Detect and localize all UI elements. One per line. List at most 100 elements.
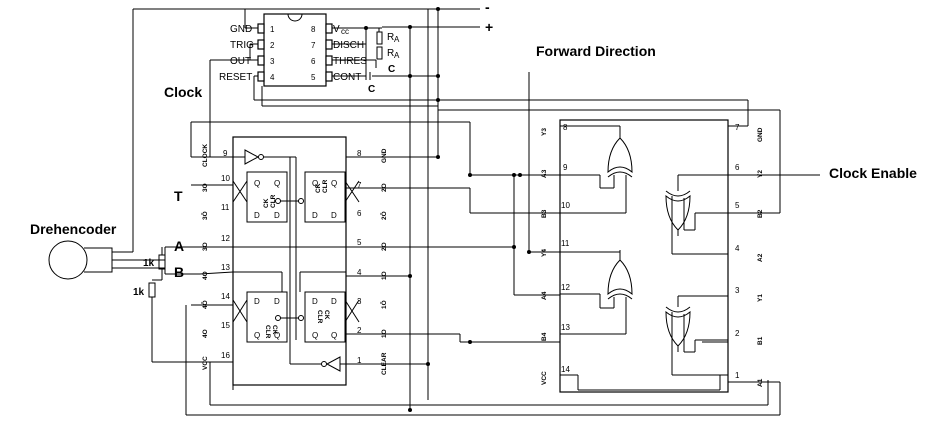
ff4-q: Q <box>312 331 318 340</box>
plus-rail-label: + <box>485 19 493 35</box>
xor-pin-num-9: 9 <box>563 163 568 172</box>
xor-pin-num-6: 6 <box>735 163 740 172</box>
dff-pin-num-5: 5 <box>357 238 362 247</box>
dff-pin-num-4: 4 <box>357 268 362 277</box>
dff-pin-name-gnd: GND <box>381 148 388 163</box>
timer-pin-num-8: 8 <box>311 25 316 34</box>
ff4-clr: CLR <box>316 310 323 324</box>
timer-pin-cont: CONT <box>333 72 361 83</box>
rotary-encoder <box>48 240 200 363</box>
ff2-ck: CK <box>315 183 322 193</box>
xor-pin-name-b1: B1 <box>757 336 764 345</box>
ff2-d: D <box>312 211 318 220</box>
dff-left-pins: 9 CLOCK 10 3O 11 3Ō 12 3O 13 4O 14 4Ō 15… <box>201 144 230 370</box>
minus-rail-label: - <box>485 0 490 15</box>
xor-pin-num-3: 3 <box>735 286 740 295</box>
forward-direction-label: Forward Direction <box>536 43 656 59</box>
xor-pin-num-14: 14 <box>561 365 570 374</box>
timer-pin-out: OUT <box>230 56 251 67</box>
dff-pin-num-2: 2 <box>357 326 362 335</box>
dff-pin-num-3: 3 <box>357 297 362 306</box>
ff1-qbar: Q <box>274 179 280 188</box>
resistor-1k-b: 1k <box>133 287 145 298</box>
a-label: A <box>174 238 184 254</box>
timer-pin-disch: DISCH <box>333 40 364 51</box>
ff3-qbar: Q <box>274 331 280 340</box>
dff-pin-num-9: 9 <box>223 149 228 158</box>
timer-pin-thres: THRES <box>333 56 367 67</box>
timer-pin-vcc: V <box>333 24 340 35</box>
b-label: B <box>174 264 184 280</box>
ff3-ck: CK <box>271 325 278 335</box>
resistor-1k-a: 1k <box>143 258 155 269</box>
timer-pin-num-5: 5 <box>311 73 316 82</box>
timer-pin-num-6: 6 <box>311 57 316 66</box>
power-rails <box>132 8 480 410</box>
xor-pin-num-8: 8 <box>563 123 568 132</box>
xor-gates <box>607 137 691 347</box>
ff3-clr: CLR <box>264 325 271 339</box>
xor-pin-name-y2: Y2 <box>757 170 764 178</box>
dff-pin-name-vcc: VCC <box>202 356 209 370</box>
ra1-label: R <box>387 32 394 43</box>
xor-pin-num-10: 10 <box>561 201 570 210</box>
xor-pin-num-13: 13 <box>561 323 570 332</box>
dff-pin-num-10: 10 <box>221 174 230 183</box>
xor-pin-name-vcc: VCC <box>541 371 548 385</box>
xor-pin-name-y1: Y1 <box>757 294 764 302</box>
dff-pin-num-7: 7 <box>357 181 362 190</box>
ra2-sub: A <box>394 51 400 60</box>
xor-pin-num-2: 2 <box>735 329 740 338</box>
dff-pin-name-6: 2Ō <box>380 211 388 220</box>
xor-pin-num-11: 11 <box>561 239 570 248</box>
ff2-d2: D <box>331 211 337 220</box>
xor-pin-name-a3: A3 <box>541 169 548 178</box>
ra1-sub: A <box>394 35 400 44</box>
cap-c1-label: C <box>388 64 395 75</box>
dff-pin-name-13: 4O <box>202 271 209 280</box>
ff4-d: D <box>312 297 318 306</box>
timer-pin-num-2: 2 <box>270 41 275 50</box>
ff1-clr: CLR <box>270 194 277 208</box>
dff-pin-num-13: 13 <box>221 263 230 272</box>
timer-pin-reset: RESET <box>219 72 252 83</box>
ff4-qbar: Q <box>331 331 337 340</box>
timer-wiring <box>209 9 748 107</box>
timer-pin-trig: TRIG <box>230 40 254 51</box>
xor-chip <box>559 119 729 393</box>
dff-pin-num-16: 16 <box>221 351 230 360</box>
dff-pin-name-15: 4O <box>202 329 209 338</box>
xor-external-wiring <box>438 72 820 383</box>
ff3-d2: D <box>274 297 280 306</box>
clock-label: Clock <box>164 84 202 100</box>
ff4-ck: CK <box>323 310 330 320</box>
flipflop-internals <box>232 149 360 372</box>
timer-pin-vcc-sub: cc <box>341 27 349 36</box>
timer-pin-gnd: GND <box>230 24 252 35</box>
timer-pin-num-3: 3 <box>270 57 275 66</box>
xor-pin-name-a2: A2 <box>757 253 764 262</box>
ff1-d: D <box>254 211 260 220</box>
clock-enable-label: Clock Enable <box>829 165 917 181</box>
xor-right-pins: 7 GND 6 Y2 5 B2 4 A2 3 Y1 2 B1 1 A1 <box>735 123 764 387</box>
xor-pin-name-a1: A1 <box>757 378 764 387</box>
timer-pin-num-4: 4 <box>270 73 275 82</box>
cap-c2-label: C <box>368 84 375 95</box>
xor-pin-name-gnd: GND <box>757 127 764 142</box>
xor-pin-name-b2: B2 <box>757 209 764 218</box>
ff2-q: Q <box>312 179 318 188</box>
dff-pin-name-11: 3Ō <box>201 211 209 220</box>
xor-pin-num-1: 1 <box>735 371 740 380</box>
xor-pin-num-12: 12 <box>561 283 570 292</box>
xor-internal-wiring <box>560 125 728 391</box>
ff4-d2: D <box>331 297 337 306</box>
dff-pin-num-12: 12 <box>221 234 230 243</box>
dff-pin-num-15: 15 <box>221 321 230 330</box>
xor-pin-name-a4: A4 <box>541 291 548 300</box>
dff-pin-num-14: 14 <box>221 292 230 301</box>
dff-pin-name-10: 3O <box>202 183 209 192</box>
xor-pin-num-7: 7 <box>735 123 740 132</box>
xor-pin-num-5: 5 <box>735 201 740 210</box>
xor-left-pins: 8 Y3 9 A3 10 B3 11 Y4 12 A4 13 B4 14 VCC <box>541 123 570 385</box>
